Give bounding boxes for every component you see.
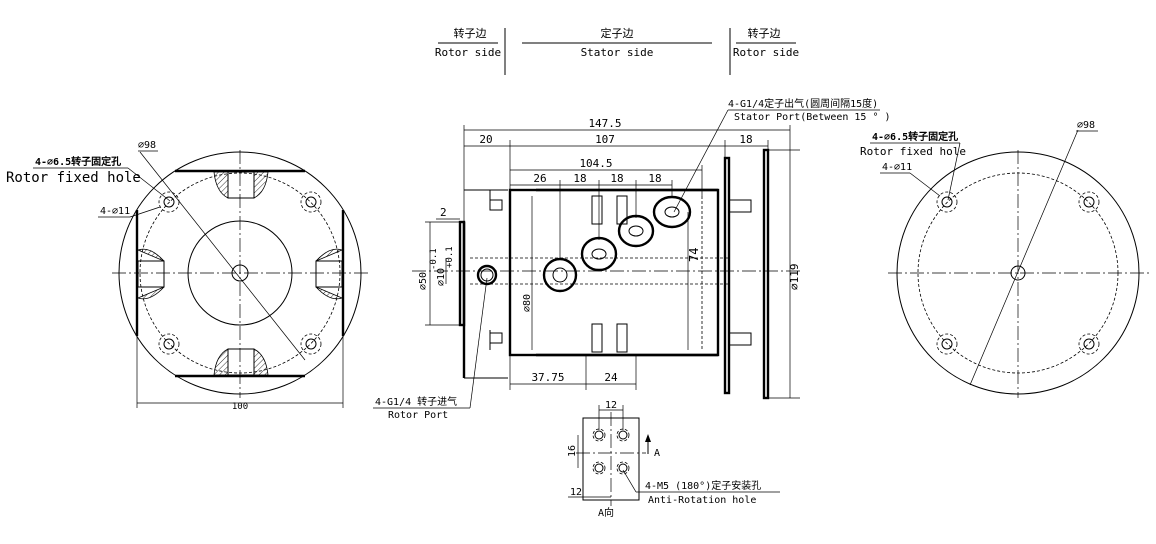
rotor-port-en: Rotor Port	[388, 410, 448, 421]
left-end-view: ⌀98 4-⌀6.5转子固定孔 Rotor fixed hole 4-⌀11 1…	[6, 140, 368, 412]
left-hole-label: 4-⌀11	[100, 206, 130, 217]
header-left-en: Rotor side	[435, 46, 501, 59]
dim-107: 107	[595, 133, 615, 146]
detail-view-a: 12 16 12 A A向 4-M5 (180°)定子安装孔 Anti-Rota…	[567, 400, 780, 519]
dim-18-a: 18	[573, 172, 586, 185]
right-fix-en: Rotor fixed hole	[860, 145, 966, 158]
dim-phi10-tol: +0.1	[445, 246, 455, 268]
detail-dim-16: 16	[567, 445, 578, 457]
dim-18-b: 18	[610, 172, 623, 185]
stator-port-en: Stator Port(Between 15 ° )	[734, 112, 891, 123]
left-width-label: 100	[232, 402, 248, 412]
dim-24: 24	[604, 371, 618, 384]
dim-phi50-tol: -0.1	[429, 248, 439, 270]
anti-rotation-cn: 4-M5 (180°)定子安装孔	[645, 479, 761, 492]
left-phi98-label: ⌀98	[138, 140, 156, 151]
detail-view-label: A向	[598, 506, 614, 519]
side-view: 147.5 20 107 18 104.5 26 18 18 18 2 ⌀50 …	[373, 97, 891, 421]
dim-phi10: ⌀10	[436, 268, 447, 286]
dim-phi50: ⌀50	[418, 272, 429, 290]
left-fix-cn: 4-⌀6.5转子固定孔	[35, 155, 121, 168]
dim-20: 20	[479, 133, 492, 146]
dim-74: 74	[687, 248, 701, 262]
dim-26: 26	[533, 172, 546, 185]
header-right-cn: 转子边	[748, 26, 781, 40]
dim-147-5: 147.5	[588, 117, 621, 130]
dim-phi119: ⌀119	[788, 264, 801, 291]
right-hole-label: 4-⌀11	[882, 162, 912, 173]
left-fix-en: Rotor fixed hole	[6, 170, 141, 186]
detail-dim-12-top: 12	[605, 400, 617, 411]
right-fix-cn: 4-⌀6.5转子固定孔	[872, 130, 958, 143]
right-end-view: ⌀98 4-⌀6.5转子固定孔 Rotor fixed hole 4-⌀11	[860, 120, 1150, 398]
dim-18-right: 18	[739, 133, 752, 146]
header-right-en: Rotor side	[733, 46, 799, 59]
anti-rotation-en: Anti-Rotation hole	[648, 495, 756, 506]
detail-arrow-label: A	[654, 448, 660, 459]
dim-phi80: ⌀80	[522, 294, 533, 312]
dim-37-75: 37.75	[531, 371, 564, 384]
right-phi98-label: ⌀98	[1077, 120, 1095, 131]
header: 转子边 Rotor side 定子边 Stator side 转子边 Rotor…	[435, 26, 799, 75]
dim-18-c: 18	[648, 172, 661, 185]
rotor-port-cn: 4-G1/4 转子进气	[375, 395, 457, 408]
header-left-cn: 转子边	[454, 26, 487, 40]
header-mid-en: Stator side	[581, 46, 654, 59]
stator-port-cn: 4-G1/4定子出气(圆周间隔15度)	[728, 97, 878, 110]
dim-104-5: 104.5	[579, 157, 612, 170]
detail-dim-12-bottom: 12	[570, 487, 582, 498]
header-mid-cn: 定子边	[601, 26, 634, 40]
dim-2: 2	[440, 206, 447, 219]
